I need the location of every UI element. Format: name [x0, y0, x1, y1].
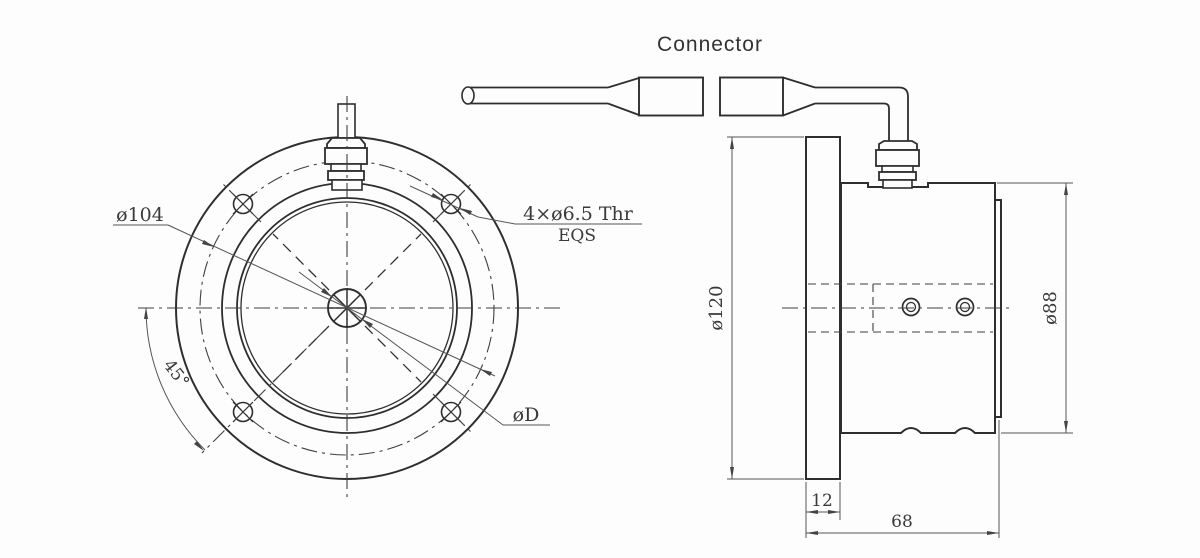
- dim-body-diameter-label: ø88: [1040, 291, 1061, 325]
- front-view: [138, 96, 560, 500]
- dim-overall-length-label: 68: [891, 512, 913, 532]
- dim-flange-thickness: 12: [805, 482, 841, 538]
- dim-bolt-hole-callout: 4×ø6.5 Thr EQS: [409, 185, 642, 246]
- connector-plug-right: [719, 76, 816, 117]
- dim-bolt-hole-label: 4×ø6.5 Thr: [523, 203, 634, 225]
- cable-end-cap: [461, 86, 475, 105]
- hidden-bore-lines: [808, 283, 993, 333]
- side-view-dimensions: ø120 ø88 12 68: [706, 136, 1073, 538]
- dim-bolt-angle: 45°: [144, 307, 206, 451]
- front-cable-gland: [324, 103, 368, 191]
- dim-center-hole-label: øD: [513, 404, 540, 426]
- set-screw-right: [955, 297, 975, 317]
- dim-bolt-circle-label: ø104: [116, 204, 164, 226]
- dim-bolt-hole-note: EQS: [558, 226, 596, 246]
- set-screw-left: [901, 297, 921, 317]
- dim-body-diameter: ø88: [997, 182, 1073, 434]
- connector-plug-left: [607, 76, 704, 117]
- side-body: [840, 182, 996, 434]
- dim-flange-diameter: ø120: [706, 136, 804, 480]
- side-view: [782, 136, 1013, 480]
- bolt-hole-top-left: [232, 193, 254, 215]
- dim-center-hole: øD: [298, 271, 550, 426]
- front-view-dimensions: ø104 øD 4×ø6.5 Thr EQS 45°: [113, 185, 642, 451]
- dim-bolt-angle-label: 45°: [159, 356, 193, 392]
- dim-flange-thickness-label: 12: [811, 491, 833, 511]
- dim-bolt-circle: ø104: [113, 204, 496, 377]
- connector-label: Connector: [657, 33, 763, 56]
- side-cable-gland: [875, 140, 920, 189]
- dim-flange-diameter-label: ø120: [706, 285, 727, 330]
- bolt-hole-radial-centerlines: [201, 183, 472, 454]
- connector-detail: Connector: [461, 33, 909, 141]
- cable-bend: [815, 86, 909, 141]
- dim-overall-length: 68: [806, 420, 1000, 538]
